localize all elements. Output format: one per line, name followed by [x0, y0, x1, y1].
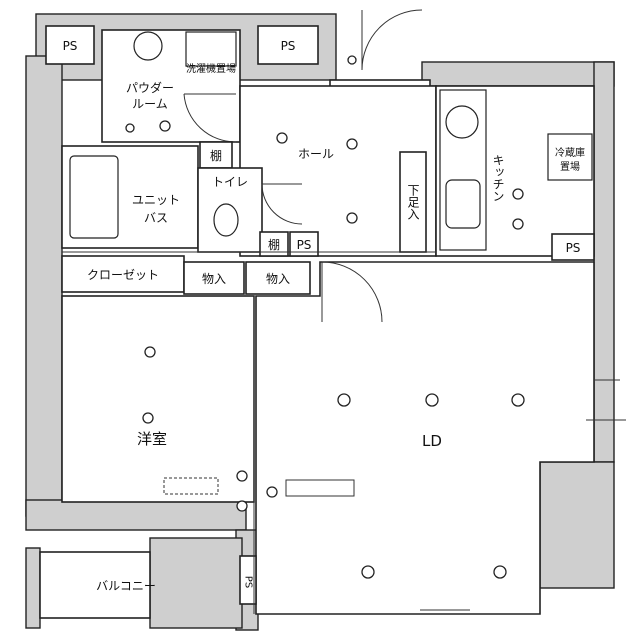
shoe-storage: 下足入: [399, 151, 427, 253]
toilet: トイレ: [197, 167, 303, 253]
stove-icon: [445, 105, 479, 139]
ps-kitchen: PS: [551, 233, 595, 261]
unit-bath-label-2: バス: [144, 211, 168, 225]
toilet-label: トイレ: [212, 175, 248, 189]
ceiling-light-icon: [276, 132, 288, 144]
fridge-space-label-1: 冷蔵庫: [555, 146, 585, 159]
aircon-icon: [285, 479, 355, 497]
balcony-label: バルコニー: [96, 579, 156, 593]
toilet-icon: [213, 203, 239, 237]
western-room-label: 洋室: [137, 430, 167, 448]
ps-bottom: PS: [239, 555, 257, 605]
ceiling-light-icon: [144, 346, 156, 358]
powder-room-label-1: パウダー: [126, 80, 174, 95]
outlet-icon: [236, 500, 248, 512]
fridge-space: [547, 133, 593, 181]
front-door: [361, 9, 423, 71]
hall-label: ホール: [298, 147, 334, 161]
ceiling-light-icon: [361, 565, 375, 579]
ceiling-light-icon: [493, 565, 507, 579]
toilet-door: [261, 183, 303, 225]
kitchen: キッチン 冷蔵庫 置場: [435, 85, 595, 257]
ps-top-right-label: PS: [281, 39, 296, 53]
ps-top-left: PS: [45, 25, 95, 65]
powder-room-label-2: ルーム: [132, 97, 168, 111]
storage-2-label: 物入: [266, 272, 290, 286]
storage-1: 物入: [183, 261, 245, 295]
outer-walls: [25, 13, 615, 631]
outlet-icon: [266, 486, 278, 498]
storage-1-label: 物入: [202, 272, 226, 286]
ps-top-right: PS: [257, 25, 319, 65]
washbasin: [133, 31, 163, 61]
outlet-icon: [236, 470, 248, 482]
ceiling-light-icon: [125, 123, 135, 133]
storage-2: 物入: [245, 261, 311, 295]
ceiling-light-icon: [511, 393, 525, 407]
ceiling-light-icon: [346, 212, 358, 224]
ceiling-light-icon: [346, 138, 358, 150]
ps-top-left-label: PS: [63, 39, 78, 53]
shoe-storage-label: 下足入: [406, 184, 420, 220]
ceiling-light-icon: [159, 120, 171, 132]
washer-space-label: 洗濯機置場: [186, 62, 236, 75]
shelf-1-label: 棚: [210, 148, 222, 163]
living-dining: LD: [255, 261, 595, 615]
sink-icon: [445, 179, 481, 229]
powder-room: 洗濯機置場 パウダー ルーム: [101, 29, 241, 143]
powder-door: [183, 93, 237, 143]
ps-hall-label: PS: [297, 238, 312, 252]
unit-bath-label-1: ユニット: [132, 193, 180, 207]
ceiling-light-icon: [512, 188, 524, 200]
balcony: バルコニー: [39, 551, 156, 619]
unit-bath: ユニット バス: [61, 145, 199, 249]
fridge-space-label-2: 置場: [560, 160, 580, 173]
ps-kitchen-label: PS: [566, 241, 581, 255]
ceiling-light-icon: [512, 218, 524, 230]
ld-label: LD: [422, 432, 442, 450]
kitchen-label: キッチン: [491, 154, 505, 202]
ceiling-light-icon: [142, 412, 154, 424]
closet: クローゼット: [61, 255, 185, 293]
shelf-1: 棚: [199, 141, 233, 169]
closet-label: クローゼット: [87, 268, 159, 282]
washing-machine: [185, 31, 237, 67]
bathtub-icon: [69, 155, 119, 239]
ps-bottom-label: PS: [243, 576, 254, 588]
western-room: 洋室: [61, 295, 255, 512]
ceiling-light-icon: [337, 393, 351, 407]
ld-door: [321, 261, 383, 323]
ceiling-light-icon: [425, 393, 439, 407]
inner-wall-lines: [62, 251, 626, 614]
shelf-2-label: 棚: [268, 237, 280, 252]
light-icon: [347, 55, 357, 65]
aircon-icon: [163, 477, 219, 495]
